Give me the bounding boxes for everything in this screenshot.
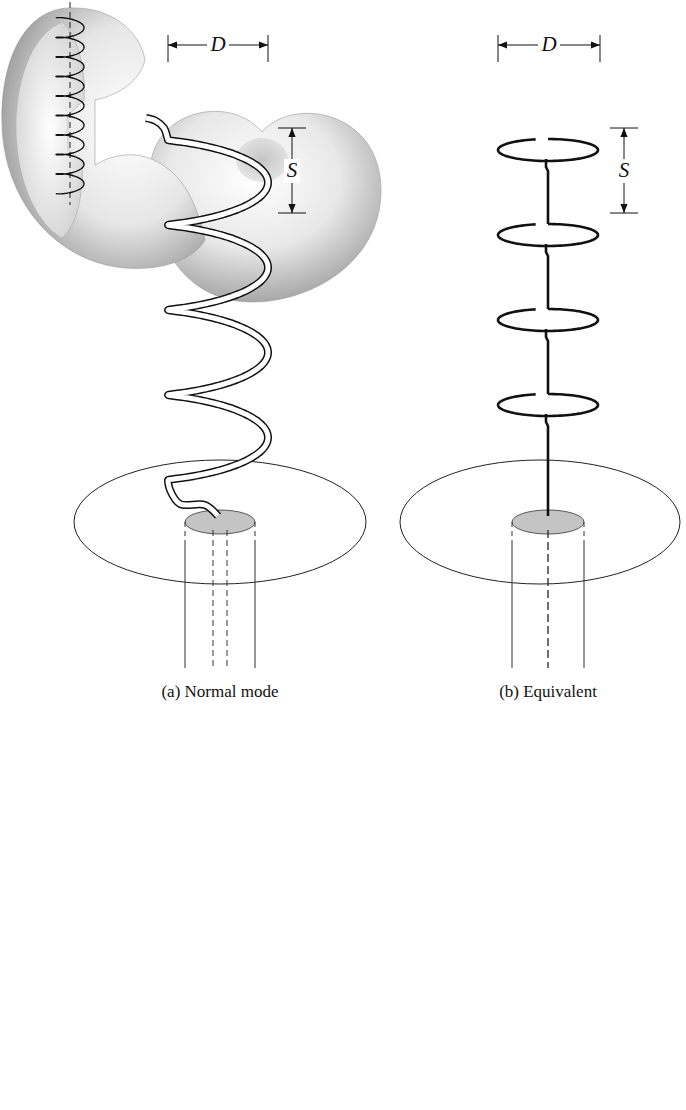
dimension-tick <box>168 35 169 62</box>
coax-outer <box>185 522 186 545</box>
coax-inner <box>547 530 548 668</box>
loop-wire <box>498 139 598 161</box>
dimension-label: S <box>284 159 301 182</box>
dimension-tick <box>498 35 499 62</box>
figure-caption: (a) Normal mode <box>159 683 280 702</box>
small-helix-wire <box>56 18 84 194</box>
dipole-wire <box>546 329 548 394</box>
ground-plane <box>74 460 366 584</box>
coax-outer <box>512 545 513 668</box>
dimension-tick <box>268 35 269 62</box>
normal-mode-helix <box>74 35 366 668</box>
dimension-label: D <box>538 33 559 56</box>
small-helix <box>56 18 84 194</box>
loop-and-dipole-wire <box>498 139 598 516</box>
coax-outer <box>512 522 513 545</box>
dimension-label: D <box>207 33 228 56</box>
dipole-wire <box>546 159 548 224</box>
helix-tube <box>146 118 268 516</box>
coax-outer <box>255 522 256 545</box>
coax-outer <box>584 545 585 668</box>
coax-inner <box>227 530 228 668</box>
loop-wire <box>498 309 598 331</box>
coax-outer <box>584 522 585 545</box>
dipole-wire <box>546 414 548 516</box>
dimension-label: S <box>616 159 633 182</box>
dipole-wire <box>546 244 548 309</box>
coax-outer <box>185 545 186 668</box>
helix-tube-fill <box>146 118 268 516</box>
dimension-tick <box>600 35 601 62</box>
helix-tube-outline <box>146 118 268 516</box>
figure-caption: (b) Equivalent <box>497 683 599 702</box>
radiation-pattern <box>2 2 381 302</box>
equivalent-helix <box>400 35 680 668</box>
coax-inner <box>213 530 214 668</box>
ground-plane <box>400 460 680 584</box>
loop-wire <box>498 394 598 416</box>
coax-outer <box>255 545 256 668</box>
loop-wire <box>498 224 598 246</box>
